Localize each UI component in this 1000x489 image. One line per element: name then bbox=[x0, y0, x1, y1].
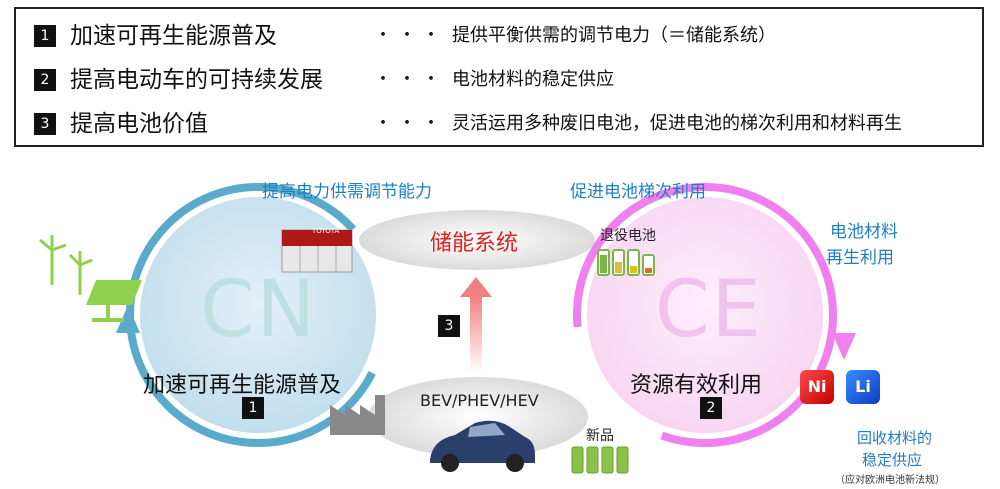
cn-arrowhead bbox=[116, 305, 140, 333]
cn-number-badge: 1 bbox=[242, 397, 264, 419]
lithium-chip: Li bbox=[846, 370, 880, 404]
ce-circle-label: 资源有效利用 bbox=[630, 373, 763, 398]
objective-number: 3 bbox=[34, 113, 56, 135]
cycle-diagram: 提高电力供需调节能力 促进电池梯次利用 储能系统 TOYOTA CN 加速可再生… bbox=[0, 155, 1000, 489]
objective-description: 电池材料的稳定供应 bbox=[452, 69, 614, 90]
objective-title: 提高电池价值 bbox=[70, 111, 208, 137]
reuse-promotion-label: 促进电池梯次利用 bbox=[570, 182, 706, 202]
recycle-label-line2: 再生利用 bbox=[826, 248, 894, 268]
objective-row: 2 提高电动车的可持续发展 ・・・ 电池材料的稳定供应 bbox=[16, 61, 982, 101]
factory-icon bbox=[330, 395, 385, 435]
new-product-label: 新品 bbox=[586, 428, 614, 444]
objective-dots: ・・・ bbox=[374, 25, 446, 46]
objective-row: 3 提高电池价值 ・・・ 灵活运用多种废旧电池，促进电池的梯次利用和材料再生 bbox=[16, 105, 982, 145]
objective-number: 1 bbox=[34, 25, 56, 47]
ce-arrowhead bbox=[832, 333, 856, 360]
cn-letters: CN bbox=[200, 265, 317, 355]
adjustment-capacity-label: 提高电力供需调节能力 bbox=[262, 182, 432, 202]
upward-arrow-head bbox=[460, 277, 492, 297]
nickel-chip: Ni bbox=[800, 370, 834, 404]
arrow-number-badge: 3 bbox=[438, 315, 460, 337]
objective-dots: ・・・ bbox=[374, 69, 446, 90]
ce-letters: CE bbox=[655, 265, 763, 355]
retired-batteries-icon bbox=[597, 249, 655, 276]
ce-circle-ring bbox=[573, 183, 837, 447]
car-icon bbox=[430, 420, 535, 472]
cn-circle-label: 加速可再生能源普及 bbox=[143, 373, 342, 398]
supply-label-line1: 回收材料的 bbox=[857, 429, 933, 447]
vehicle-oval bbox=[368, 377, 588, 457]
vehicle-types-label: BEV/PHEV/HEV bbox=[420, 391, 539, 410]
objective-title: 加速可再生能源普及 bbox=[70, 23, 277, 49]
storage-oval bbox=[359, 210, 595, 270]
objective-description: 灵活运用多种废旧电池，促进电池的梯次利用和材料再生 bbox=[452, 113, 902, 134]
objective-description: 提供平衡供需的调节电力（＝储能系统） bbox=[452, 25, 776, 46]
storage-cabinet-icon bbox=[281, 229, 353, 273]
wind-turbine-icon bbox=[39, 235, 93, 295]
recycle-label-line1: 电池材料 bbox=[830, 222, 898, 242]
cabinet-brand-mark: TOYOTA bbox=[312, 227, 340, 235]
retired-battery-label: 退役电池 bbox=[600, 228, 656, 244]
objective-title: 提高电动车的可持续发展 bbox=[70, 67, 323, 93]
supply-label-line2: 稳定供应 bbox=[862, 451, 923, 469]
storage-system-label: 储能系统 bbox=[430, 231, 519, 256]
solar-panel-icon bbox=[86, 280, 142, 322]
supply-note: （应对欧洲电池新法规） bbox=[835, 475, 945, 486]
objective-dots: ・・・ bbox=[374, 113, 446, 134]
objective-number: 2 bbox=[34, 69, 56, 91]
objective-row: 1 加速可再生能源普及 ・・・ 提供平衡供需的调节电力（＝储能系统） bbox=[16, 17, 982, 57]
ce-number-badge: 2 bbox=[700, 397, 722, 419]
new-batteries-icon bbox=[571, 446, 629, 474]
upward-arrow-shaft bbox=[470, 295, 482, 373]
objectives-box: 1 加速可再生能源普及 ・・・ 提供平衡供需的调节电力（＝储能系统） 2 提高电… bbox=[14, 7, 984, 147]
diagram-graphics bbox=[39, 183, 856, 474]
